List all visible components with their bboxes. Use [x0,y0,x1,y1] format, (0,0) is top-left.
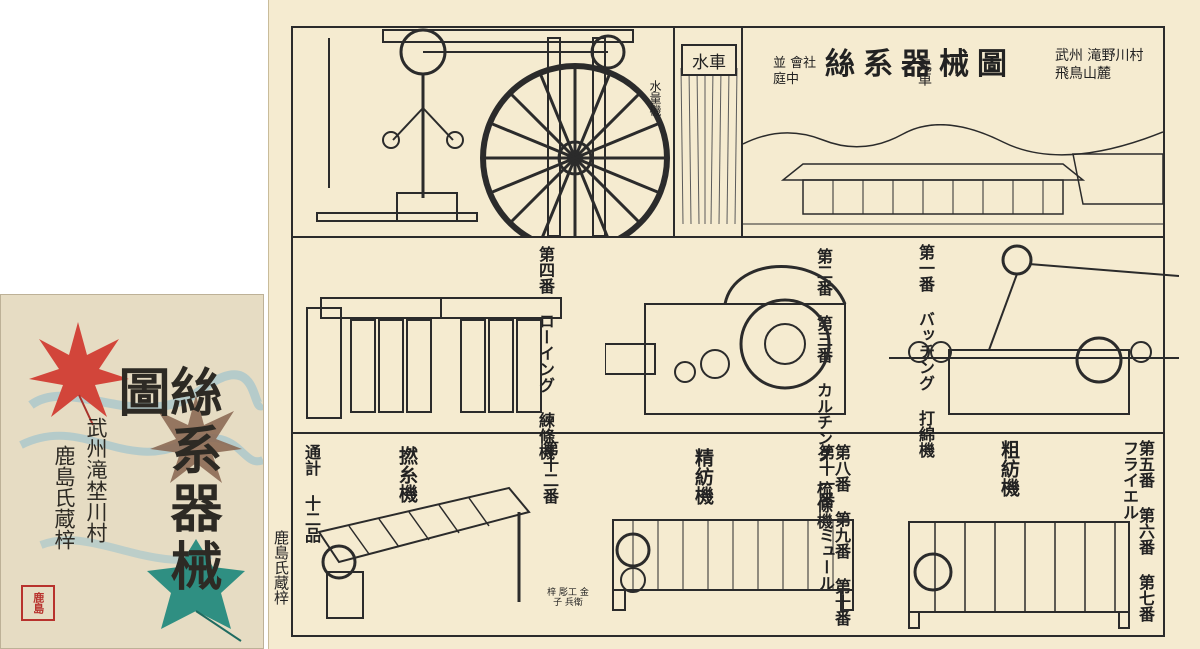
roving-frame-name: 粗紡機 [998,440,1020,497]
waterfall-illustration [680,67,738,225]
red-maple-leaf-icon [29,322,129,426]
machine-no12-label: 第十二番 [540,440,559,504]
batting-machine-illustration [889,244,1179,415]
carding-machine-illustration [605,265,847,415]
twisting-machine-illustration [317,486,531,619]
col-divider-1 [673,26,675,237]
col-divider-2 [741,26,743,237]
cover: 絲系器械圖 武州滝埜川村 鹿島氏蔵梓 鹿島 [0,294,264,649]
cover-place: 武州滝埜川村 [84,417,108,543]
roving-frame-illustration [908,521,1130,629]
red-seal-stamp: 鹿島 [21,585,55,621]
row-divider-bottom [291,432,1165,434]
print-frame [291,26,1165,637]
cover-title: 絲系器械圖 [109,365,222,597]
engraver-stamp: 梓 彫工 金子 兵衛 [547,588,589,609]
side-publisher: 鹿島氏蔵梓 [272,530,290,605]
factory-illustration [743,124,1163,225]
print-title: 絲系器械圖 [825,47,1015,82]
teal-leaf-icon [147,539,245,642]
machinery-print: 水量機 元車 水車 絲系器械圖 武州 滝野川村 飛鳥山麓 並 會社 庭中 第一番… [268,0,1200,649]
water-wheel-illustration [316,28,670,236]
twisting-machine-name: 撚糸機 [396,446,418,503]
brown-maple-leaf-icon [150,395,242,483]
machine-no1-label: 第一番 バッチング 打綿機 [916,244,935,458]
spinning-mule-name: 精紡機 [692,448,714,505]
source-wheel-label: 元車 [916,58,932,86]
spinning-mule-illustration [612,519,854,611]
row-divider-top [291,236,1165,238]
print-company: 並 會社 庭中 [773,56,817,88]
machine-no2-3-label: 第二番 第三番 カルチング 梳條機 [814,248,833,529]
total-count-label: 通計 十二品 [302,444,321,543]
cover-publisher: 鹿島氏蔵梓 [52,445,76,550]
waterwheel-label: 水車 [681,44,737,76]
machine-no5-7-label: 第五番 第六番 第七番 フライエル [1120,440,1155,622]
governor-label: 水量機 [648,80,662,116]
drawing-frame-illustration [306,297,562,419]
print-place: 武州 滝野川村 飛鳥山麓 [1055,48,1144,82]
machine-no8-11-label: 第八番 第九番 第十番 第十一番 ミュール [816,444,851,626]
